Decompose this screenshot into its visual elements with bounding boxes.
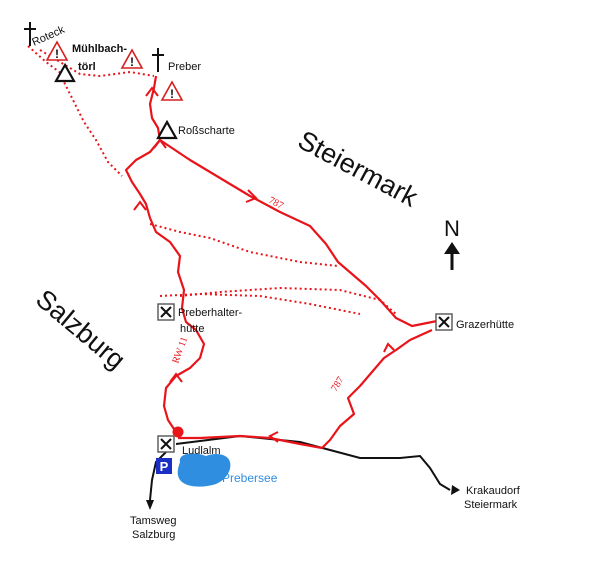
label-muehlbachtoerl-1: Mühlbach- <box>72 43 127 55</box>
label-rossscharte: Roßscharte <box>178 125 235 137</box>
label-preberhalterhuette-2: hütte <box>180 323 204 335</box>
pass-triangle-icon <box>54 62 76 83</box>
label-prebersee: Prebersee <box>222 471 278 485</box>
north-arrow-head <box>444 242 460 254</box>
svg-text:!: ! <box>170 87 174 101</box>
trail-number-787-upper: 787 <box>267 195 285 212</box>
parking-symbol: P <box>160 459 169 474</box>
prebersee-lake <box>177 453 231 487</box>
pass-triangle-icon <box>156 119 178 140</box>
hut-icon <box>157 303 175 321</box>
summit-cross-roteck <box>24 22 36 46</box>
trail-arrows <box>133 86 395 443</box>
trail-number-787-lower: 787 <box>329 375 346 394</box>
parking-icon <box>156 458 172 474</box>
label-krakaudorf-2: Steiermark <box>464 499 518 511</box>
hut-icon <box>435 313 453 331</box>
warning-icon: ! <box>120 48 144 69</box>
svg-text:!: ! <box>55 47 59 61</box>
label-preber: Preber <box>168 61 201 73</box>
hut-icon <box>157 435 175 453</box>
label-ludlalm: Ludlalm <box>182 445 221 457</box>
road-arrow-krakaudorf <box>451 485 460 495</box>
label-roteck: Roteck <box>30 24 67 49</box>
road-arrow-tamsweg <box>146 500 154 510</box>
start-point-icon <box>172 426 184 438</box>
warning-icon: ! <box>45 40 69 61</box>
label-krakaudorf-1: Krakaudorf <box>466 485 521 497</box>
region-salzburg: Salzburg <box>30 284 131 375</box>
svg-text:!: ! <box>130 55 134 69</box>
label-tamsweg-2: Salzburg <box>132 529 175 541</box>
trail-number-rw11: RW 11 <box>170 335 190 365</box>
warning-icon: ! <box>160 80 184 101</box>
label-preberhalterhuette-1: Preberhalter- <box>178 307 243 319</box>
north-label: N <box>444 216 460 241</box>
dotted-trails <box>27 45 397 315</box>
label-muehlbachtoerl-2: törl <box>78 61 96 73</box>
region-steiermark: Steiermark <box>293 125 423 213</box>
label-grazerhuette: Grazerhütte <box>456 319 514 331</box>
label-tamsweg-1: Tamsweg <box>130 515 176 527</box>
summit-cross-preber <box>152 48 164 72</box>
